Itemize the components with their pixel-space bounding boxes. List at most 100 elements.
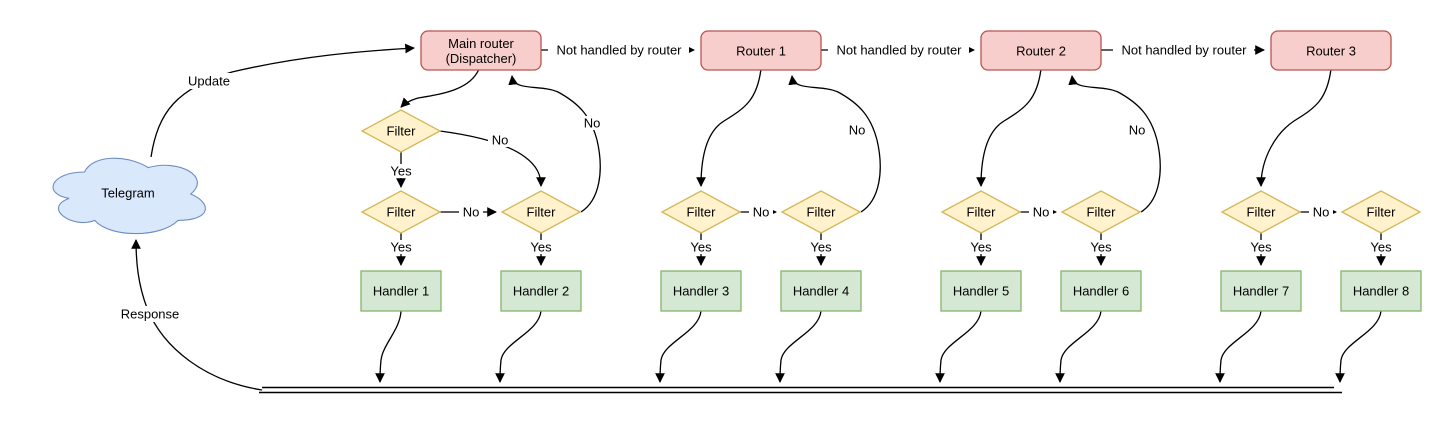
- label-no-filter3: No: [749, 205, 773, 220]
- handler-2-label: Handler 2: [513, 284, 569, 299]
- label-yes-handler4: Yes: [808, 240, 834, 255]
- nodes: Telegram Main router (Dispatcher) Router…: [52, 30, 1422, 312]
- label-not-handled-3: Not handled by router: [1113, 42, 1254, 58]
- edge-handler7-to-bus: [1215, 310, 1262, 383]
- svg-text:No: No: [753, 205, 770, 220]
- handler-4-label: Handler 4: [793, 284, 849, 299]
- edge-handler2-to-bus: [495, 310, 542, 383]
- edge-handler8-to-bus: [1335, 310, 1382, 383]
- svg-text:No: No: [1033, 205, 1050, 220]
- handler-8-label: Handler 8: [1353, 284, 1409, 299]
- main-router-label-line2: (Dispatcher): [446, 51, 517, 66]
- telegram-label: Telegram: [101, 186, 154, 201]
- filter-label-8: Filter: [1367, 205, 1397, 220]
- edge-filter2-no-loop: [508, 75, 601, 213]
- svg-text:Update: Update: [188, 74, 230, 89]
- handler-5-label: Handler 5: [953, 284, 1009, 299]
- label-no-router1-loop: No: [845, 123, 869, 138]
- router-1-label: Router 1: [736, 44, 786, 59]
- filter-diamond-5: [940, 190, 1022, 234]
- edge-filter0-no: [439, 130, 546, 187]
- filter-diamond-3: [660, 190, 742, 234]
- edge-update: [150, 43, 415, 158]
- svg-text:Yes: Yes: [970, 240, 992, 255]
- main-router-label-line1: Main router: [448, 36, 514, 51]
- handler-6-node: [1060, 270, 1142, 312]
- edge-router3-to-filter7: [1256, 68, 1332, 187]
- svg-text:Yes: Yes: [530, 240, 552, 255]
- edge-handler5-to-bus: [935, 310, 982, 383]
- handler-1-node: [360, 270, 442, 312]
- router-1-node: [700, 30, 822, 71]
- label-response: Response: [115, 306, 185, 322]
- filter-diamond-0: [360, 109, 442, 153]
- filter-label-3: Filter: [687, 205, 717, 220]
- svg-text:Yes: Yes: [690, 240, 712, 255]
- label-not-handled-1: Not handled by router: [548, 42, 689, 58]
- handler-1-label: Handler 1: [373, 284, 429, 299]
- filter-label-6: Filter: [1087, 205, 1117, 220]
- svg-text:Yes: Yes: [1370, 240, 1392, 255]
- edge-filter6-no-loop: [1068, 75, 1161, 213]
- filter-label-7: Filter: [1247, 205, 1277, 220]
- label-not-handled-2: Not handled by router: [828, 42, 969, 58]
- filter-diamond-2: [500, 190, 582, 234]
- svg-text:No: No: [849, 123, 866, 138]
- filter-label-0: Filter: [387, 124, 417, 139]
- svg-text:Yes: Yes: [390, 164, 412, 179]
- edge-handler4-to-bus: [775, 310, 822, 383]
- svg-text:No: No: [584, 116, 601, 131]
- handler-8-node: [1340, 270, 1422, 312]
- router-3-label: Router 3: [1306, 44, 1356, 59]
- label-no-dispatcher-loop: No: [580, 116, 604, 131]
- svg-text:Response: Response: [121, 307, 180, 322]
- edge-filter4-no-loop: [788, 75, 881, 213]
- label-no-router2-loop: No: [1125, 123, 1149, 138]
- handler-5-node: [940, 270, 1022, 312]
- filter-diamond-1: [360, 190, 442, 234]
- router-2-node: [980, 30, 1102, 71]
- svg-text:Yes: Yes: [1250, 240, 1272, 255]
- handler-3-label: Handler 3: [673, 284, 729, 299]
- handler-6-label: Handler 6: [1073, 284, 1129, 299]
- svg-text:Not handled by router: Not handled by router: [556, 43, 682, 58]
- label-no-filter1: No: [459, 205, 483, 220]
- main-router-node: [420, 30, 542, 71]
- edge-dispatcher-to-filter0: [400, 68, 480, 108]
- label-yes-filter0: Yes: [388, 164, 414, 179]
- svg-text:Not handled by router: Not handled by router: [836, 43, 962, 58]
- label-yes-handler6: Yes: [1088, 240, 1114, 255]
- filter-label-4: Filter: [807, 205, 837, 220]
- svg-text:Yes: Yes: [810, 240, 832, 255]
- label-no-filter5: No: [1029, 205, 1053, 220]
- handler-7-label: Handler 7: [1233, 284, 1289, 299]
- filter-label-5: Filter: [967, 205, 997, 220]
- edge-labels: Update Response Not handled by router No…: [115, 42, 1394, 322]
- handler-7-node: [1220, 270, 1302, 312]
- label-yes-handler8: Yes: [1368, 240, 1394, 255]
- svg-text:No: No: [492, 133, 509, 148]
- label-yes-handler3: Yes: [688, 240, 714, 255]
- label-yes-handler5: Yes: [968, 240, 994, 255]
- handler-3-node: [660, 270, 742, 312]
- filter-label-2: Filter: [527, 205, 557, 220]
- label-update: Update: [183, 73, 235, 89]
- svg-text:Not handled by router: Not handled by router: [1121, 43, 1247, 58]
- edge-router1-to-filter3: [696, 68, 762, 187]
- filter-diamond-6: [1060, 190, 1142, 234]
- svg-text:No: No: [1129, 123, 1146, 138]
- router-2-label: Router 2: [1016, 44, 1066, 59]
- handler-2-node: [500, 270, 582, 312]
- telegram-cloud: [52, 157, 206, 235]
- handler-4-node: [780, 270, 862, 312]
- filter-label-1: Filter: [387, 205, 417, 220]
- label-yes-handler1: Yes: [388, 240, 414, 255]
- svg-text:Yes: Yes: [390, 240, 412, 255]
- svg-text:Yes: Yes: [1090, 240, 1112, 255]
- edge-handler1-to-bus: [375, 310, 402, 383]
- svg-text:No: No: [463, 205, 480, 220]
- filter-diamond-8: [1340, 190, 1422, 234]
- filter-diamond-7: [1220, 190, 1302, 234]
